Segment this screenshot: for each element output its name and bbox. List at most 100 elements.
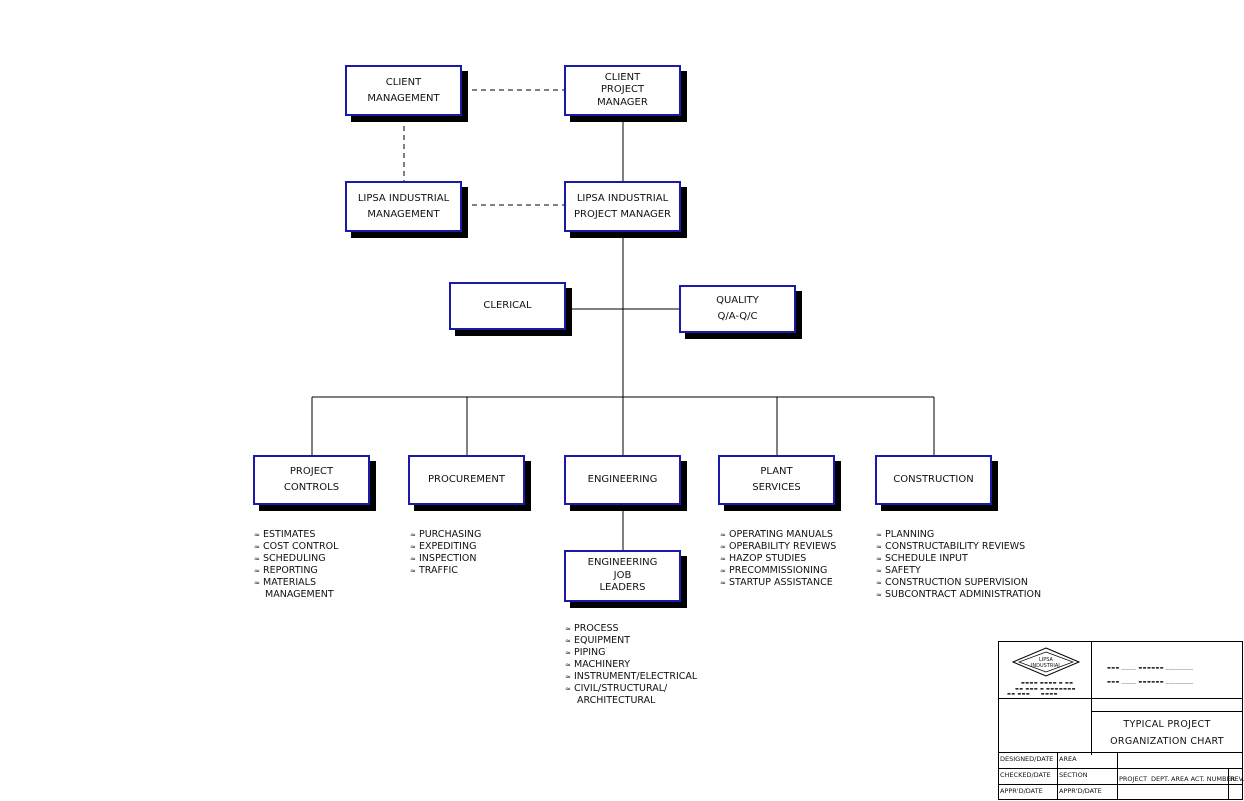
section-label: SECTION	[1059, 771, 1088, 779]
task-text: MACHINERY	[574, 659, 631, 670]
task-text: MANAGEMENT	[262, 589, 334, 600]
task-text: TRAFFIC	[419, 565, 458, 576]
box-line: PROJECT	[600, 84, 645, 96]
lipsa-project-manager-box: LIPSA INDUSTRIAL PROJECT MANAGER	[564, 181, 681, 232]
engineering-job-leaders-box: ENGINEERING JOB LEADERS	[564, 550, 681, 602]
box-line: Q/A-Q/C	[717, 311, 758, 322]
task-text: COST CONTROL	[263, 541, 339, 552]
task-text: HAZOP STUDIES	[729, 553, 807, 564]
task-text: ARCHITECTURAL	[574, 695, 656, 706]
list-item: ≈OPERABILITY REVIEWS	[720, 541, 837, 552]
task-text: PURCHASING	[419, 529, 482, 540]
stamp-fine-print: ▬▬▬ ______ ▬▬▬▬▬▬ ___________	[1107, 679, 1194, 684]
procurement-task-list: ≈PURCHASING ≈EXPEDITING ≈INSPECTION ≈TRA…	[410, 529, 481, 577]
task-text: CONSTRUCTION SUPERVISION	[885, 577, 1028, 588]
approved-date-label: APPR'D/DATE	[1000, 787, 1043, 795]
list-item: ≈CONSTRUCTION SUPERVISION	[876, 577, 1028, 588]
stamp-fine-print: ▬▬▬ ______ ▬▬▬▬▬▬ ___________	[1107, 665, 1194, 670]
drawing-title: TYPICAL PROJECT ORGANIZATION CHART	[1091, 716, 1243, 750]
task-text: SAFETY	[885, 565, 921, 576]
project-controls-task-list: ≈ESTIMATES ≈COST CONTROL ≈SCHEDULING ≈RE…	[254, 529, 338, 601]
approved-date-2-label: APPR'D/DATE	[1059, 787, 1102, 795]
box-line: ENGINEERING	[587, 474, 658, 485]
box-line: CONTROLS	[283, 482, 340, 493]
list-item: ≈STARTUP ASSISTANCE	[720, 577, 833, 588]
plant-services-task-list: ≈OPERATING MANUALS ≈OPERABILITY REVIEWS …	[720, 529, 836, 589]
clerical-box: CLERICAL	[449, 282, 566, 330]
list-item: ≈PLANNING	[876, 529, 935, 540]
lipsa-management-box: LIPSA INDUSTRIAL MANAGEMENT	[345, 181, 462, 232]
task-text: MATERIALS	[263, 577, 316, 588]
box-line: MANAGEMENT	[367, 208, 440, 220]
list-item: ≈HAZOP STUDIES	[720, 553, 807, 564]
box-line: QUALITY	[716, 295, 759, 306]
list-item: ≈TRAFFIC	[410, 565, 458, 576]
client-project-manager-box: CLIENT PROJECT MANAGER	[564, 65, 681, 116]
task-text: PROCESS	[574, 623, 619, 634]
list-item: ARCHITECTURAL	[565, 695, 697, 707]
task-text: SUBCONTRACT ADMINISTRATION	[885, 589, 1042, 600]
task-text: EQUIPMENT	[574, 635, 631, 646]
list-item: ≈REPORTING	[254, 565, 318, 576]
list-item: ≈PROCESS	[565, 623, 619, 634]
list-item: ≈INSTRUMENT/ELECTRICAL	[565, 671, 698, 682]
task-text: PRECOMMISSIONING	[729, 565, 828, 576]
list-item: ≈EQUIPMENT	[565, 635, 631, 646]
list-item: ≈SUBCONTRACT ADMINISTRATION	[876, 589, 1042, 600]
task-text: CONSTRUCTABILITY REVIEWS	[885, 541, 1026, 552]
box-line: JOB	[613, 569, 632, 581]
list-item: ≈MATERIALS	[254, 577, 316, 588]
task-text: PIPING	[574, 647, 606, 658]
list-item: ≈PURCHASING	[410, 529, 482, 540]
list-item: ≈SCHEDULE INPUT	[876, 553, 968, 564]
area-act-number-label: AREA ACT. NUMBER	[1171, 775, 1236, 783]
lipsa-logo	[1011, 647, 1081, 677]
quality-box: QUALITY Q/A-Q/C	[679, 285, 796, 333]
list-item: ≈EXPEDITING	[410, 541, 477, 552]
project-controls-box: PROJECT CONTROLS	[253, 455, 370, 505]
designed-date-label: DESIGNED/DATE	[1000, 755, 1054, 763]
rev-label: REV.	[1230, 775, 1244, 783]
list-item: ≈SCHEDULING	[254, 553, 326, 564]
project-label: PROJECT	[1119, 775, 1148, 783]
task-text: OPERABILITY REVIEWS	[729, 541, 837, 552]
engineering-box: ENGINEERING	[564, 455, 681, 505]
box-line: ENGINEERING	[587, 557, 658, 569]
box-line: PLANT	[760, 466, 793, 477]
box-line: PROJECT	[289, 466, 334, 477]
box-line: LIPSA INDUSTRIAL	[576, 192, 669, 204]
title-line: TYPICAL PROJECT	[1123, 719, 1211, 730]
box-line: PROCUREMENT	[428, 474, 505, 485]
list-item: ≈ESTIMATES	[254, 529, 316, 540]
engineering-task-list: ≈PROCESS ≈EQUIPMENT ≈PIPING ≈MACHINERY ≈…	[565, 623, 697, 707]
task-text: SCHEDULING	[263, 553, 326, 564]
list-item: ≈COST CONTROL	[254, 541, 339, 552]
box-line: PROJECT MANAGER	[573, 208, 672, 220]
task-text: PLANNING	[885, 529, 935, 540]
list-item: ≈CIVIL/STRUCTURAL/	[565, 683, 668, 694]
logo-fine-print: ▬▬▬▬ ▬▬▬▬ ▬ ▬▬	[1021, 680, 1074, 685]
logo-text: LIPSA INDUSTRIAL	[1030, 657, 1062, 669]
task-text: STARTUP ASSISTANCE	[729, 577, 833, 588]
box-line: CLERICAL	[483, 300, 532, 311]
construction-box: CONSTRUCTION	[875, 455, 992, 505]
list-item: MANAGEMENT	[254, 589, 338, 601]
list-item: ≈INSPECTION	[410, 553, 477, 564]
title-line: ORGANIZATION CHART	[1110, 736, 1224, 747]
list-item: ≈MACHINERY	[565, 659, 631, 670]
box-line: MANAGEMENT	[367, 92, 440, 104]
dept-label: DEPT.	[1151, 775, 1170, 783]
list-item: ≈PRECOMMISSIONING	[720, 565, 828, 576]
task-text: SCHEDULE INPUT	[885, 553, 968, 564]
task-text: INSTRUMENT/ELECTRICAL	[574, 671, 698, 682]
plant-services-box: PLANT SERVICES	[718, 455, 835, 505]
list-item: ≈CONSTRUCTABILITY REVIEWS	[876, 541, 1026, 552]
drawing-title-block: LIPSA INDUSTRIAL ▬▬▬▬ ▬▬▬▬ ▬ ▬▬ ▬▬ ▬▬▬ ▬…	[998, 641, 1244, 800]
task-text: ESTIMATES	[263, 529, 316, 540]
logo-fine-print: ▬▬ ▬▬▬ ▬ ▬▬▬▬▬▬▬	[1015, 686, 1076, 691]
task-text: EXPEDITING	[419, 541, 477, 552]
task-text: CIVIL/STRUCTURAL/	[574, 683, 668, 694]
logo-fine-print: ▬▬ ▬▬▬ ▬▬▬▬	[1007, 691, 1058, 696]
list-item: ≈PIPING	[565, 647, 606, 658]
